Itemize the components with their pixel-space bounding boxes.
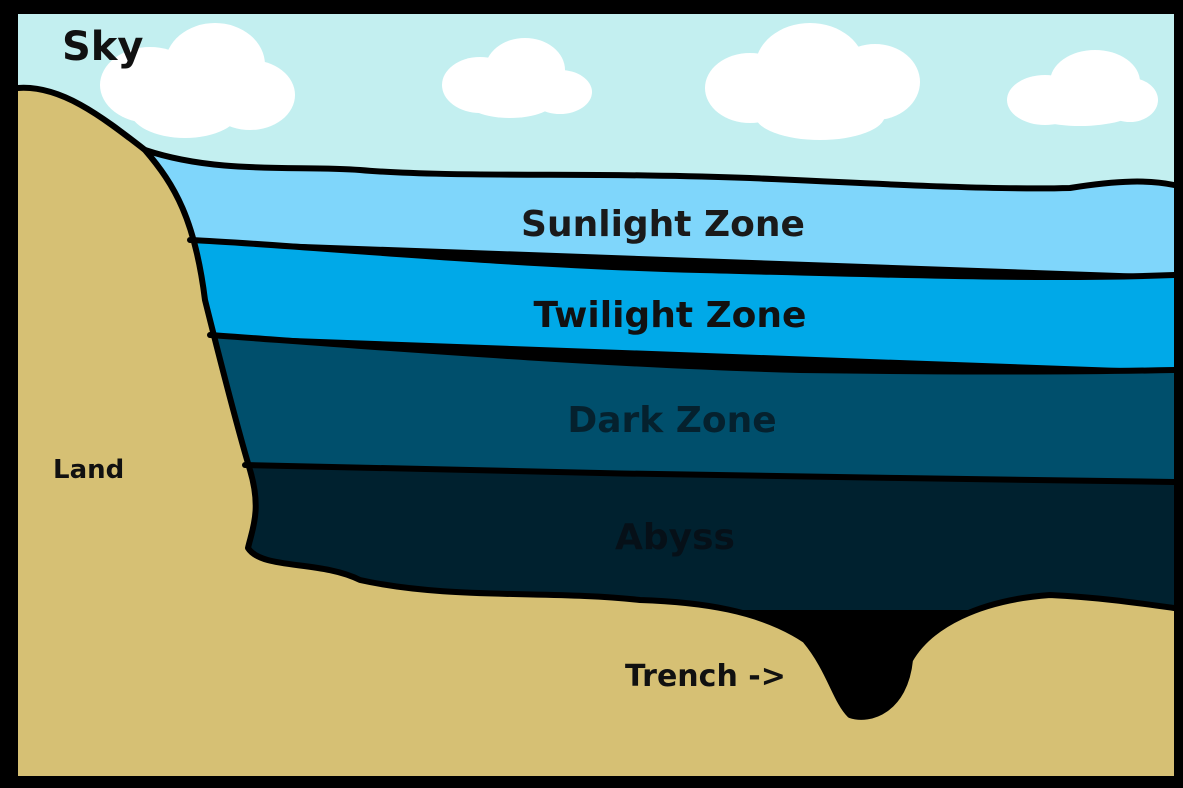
frame-right (1174, 0, 1183, 783)
dark-zone-label: Dark Zone (567, 400, 776, 441)
sunlight-zone-label: Sunlight Zone (521, 204, 805, 245)
abyss-label: Abyss (615, 517, 735, 558)
land-label: Land (53, 455, 124, 485)
twilight-zone-label: Twilight Zone (534, 295, 807, 336)
sky-label: Sky (62, 24, 143, 70)
trench-label: Trench -> (625, 659, 786, 694)
frame-left (0, 0, 18, 783)
frame-bottom (0, 776, 1183, 783)
frame-top (0, 0, 1183, 14)
